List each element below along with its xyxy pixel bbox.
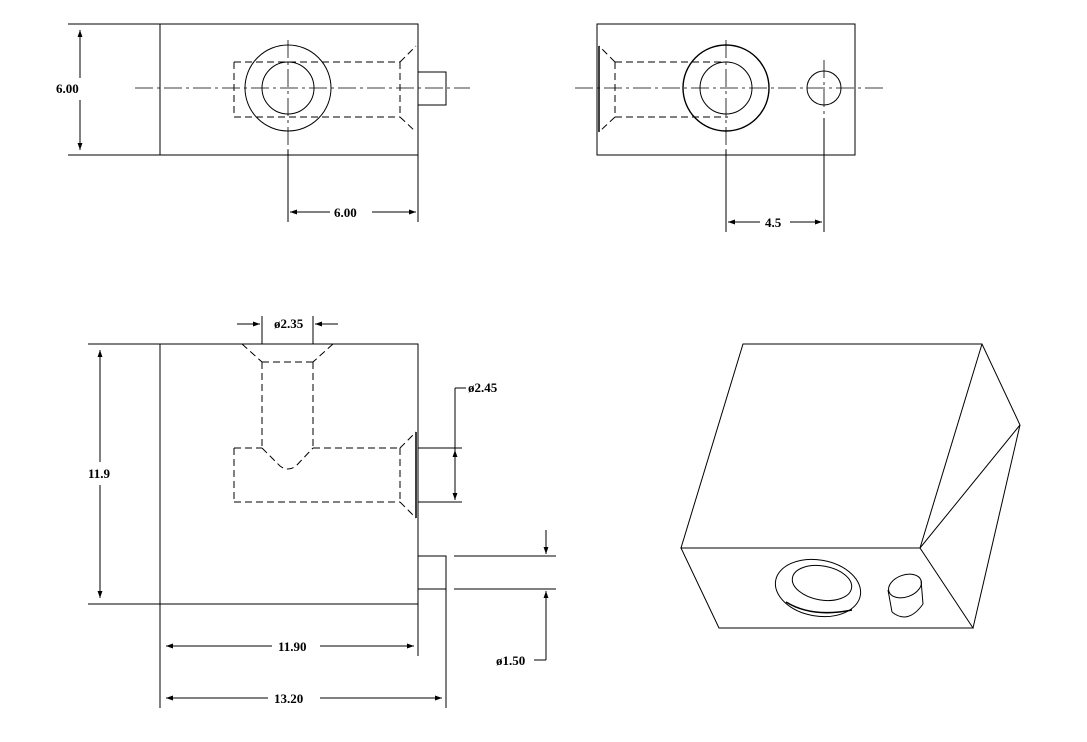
top-view-hidden-vertical-hole (241, 343, 334, 470)
side-hole-spacing-label: 4.5 (765, 215, 782, 230)
top-view-pin (417, 555, 447, 590)
top-width-label: 11.90 (278, 639, 307, 654)
front-view-centerlines (135, 40, 470, 150)
front-height-label: 6.00 (56, 81, 79, 96)
iso-pin (887, 573, 924, 618)
front-view-outline (159, 23, 419, 156)
front-view (68, 23, 470, 222)
iso-front-face (680, 547, 974, 629)
top-height-label: 11.9 (88, 466, 111, 481)
iso-hole-outer (774, 558, 862, 618)
dim-top-width (159, 604, 419, 708)
isometric-view (680, 343, 1021, 629)
iso-hole-inner (791, 564, 853, 602)
front-view-pin (417, 71, 447, 106)
side-countersink-label: ø2.45 (468, 380, 498, 395)
pin-diameter-label: ø1.50 (496, 653, 525, 668)
dim-top-height (88, 343, 160, 605)
top-view-outline (159, 343, 419, 605)
side-view-hidden-hole (598, 45, 728, 133)
dim-top-countersink (237, 316, 338, 344)
iso-top-face (680, 343, 1021, 549)
dim-front-hole-offset (287, 150, 419, 222)
top-view (88, 316, 556, 708)
front-view-hidden-hole (233, 45, 417, 133)
dim-overall-width (166, 589, 447, 708)
overall-width-label: 13.20 (274, 691, 303, 706)
dim-side-countersink (418, 387, 466, 503)
side-view (575, 23, 885, 232)
dim-side-hole-spacing (725, 118, 825, 232)
dim-pin-diameter (454, 530, 556, 661)
dim-front-height (68, 23, 160, 156)
front-hole-offset-label: 6.00 (334, 205, 357, 220)
top-view-hidden-horizontal-hole (233, 431, 417, 519)
top-countersink-label: ø2.35 (274, 316, 304, 331)
side-view-centerlines (575, 40, 885, 150)
